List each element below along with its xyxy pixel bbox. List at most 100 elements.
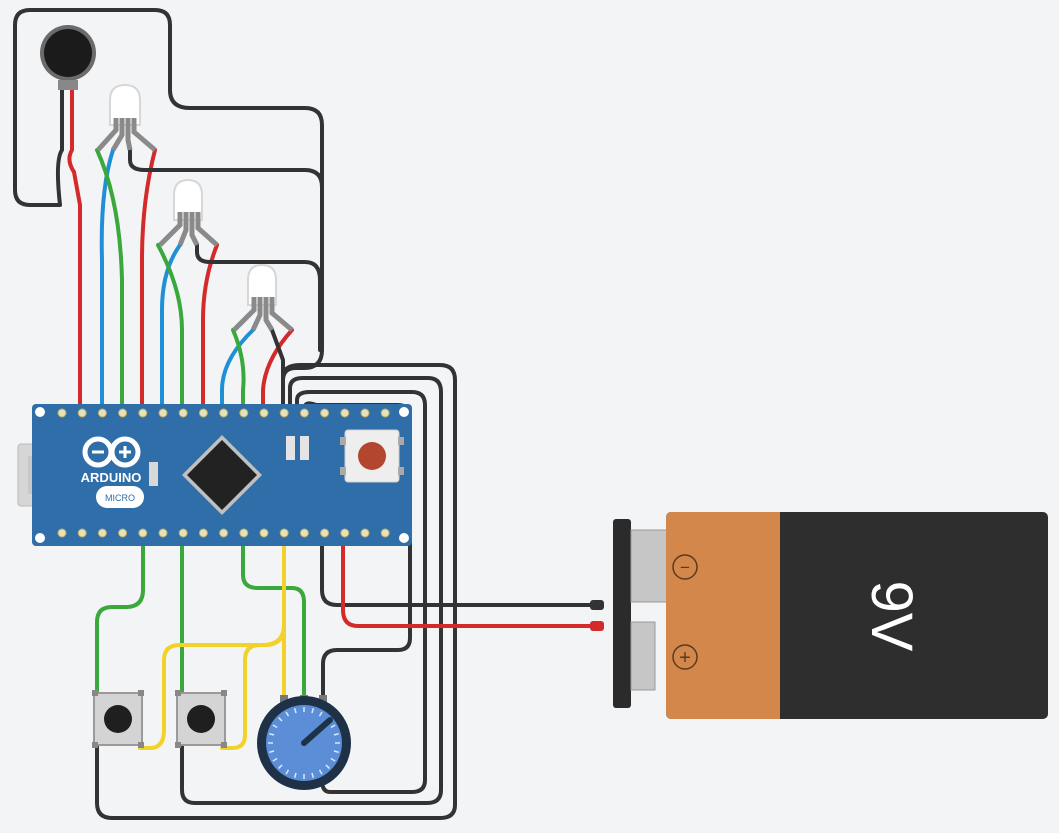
header-pin[interactable] [320,528,330,538]
led1-black-wire[interactable] [128,148,324,352]
rgb-led-1[interactable] [96,83,157,152]
arduino-logo [82,436,141,468]
potentiometer-tick [318,711,323,717]
header-pin[interactable] [57,528,67,538]
gnd-loop-wire-3[interactable] [295,390,427,794]
header-pin[interactable] [360,528,370,538]
motor-red-wire[interactable] [67,86,82,412]
header-pin[interactable] [279,408,289,418]
header-pin[interactable] [219,408,229,418]
potentiometer-tick [293,772,297,778]
header-pin[interactable] [57,408,67,418]
header-pin[interactable] [239,408,249,418]
led3-blue-wire[interactable] [220,328,255,412]
gnd-loop-wire-2[interactable] [180,376,443,805]
header-pin[interactable] [259,528,269,538]
header-pin[interactable] [178,528,188,538]
potentiometer-tick [269,750,275,754]
button1-green-wire[interactable] [95,530,145,697]
header-pin[interactable] [77,528,87,538]
led1-green-wire[interactable] [95,148,124,412]
header-pin[interactable] [97,408,107,418]
header-pin[interactable] [340,528,350,538]
header-pin[interactable] [158,528,168,538]
potentiometer-tick [311,708,315,714]
header-pin[interactable] [118,408,128,418]
led1-red-wire[interactable] [140,148,157,412]
potentiometer-tick [272,724,278,729]
yellow-button2-wire[interactable] [220,623,286,750]
potentiometer-tick [311,772,315,778]
potentiometer-tick [278,717,283,722]
header-pin[interactable] [219,528,229,538]
battery-voltage-label: 9V [859,581,924,652]
header-pin[interactable] [299,528,309,538]
battery-negative-terminal[interactable] [630,529,668,603]
battery-positive-wire[interactable] [341,530,600,628]
potentiometer-tick [285,769,290,775]
battery-minus-symbol: − [680,558,690,577]
potentiometer-tick [333,750,339,754]
header-pin[interactable] [97,528,107,538]
reset-button[interactable] [340,429,404,483]
header-pin[interactable] [77,408,87,418]
pushbutton-2[interactable] [175,690,227,748]
top-header-pins[interactable] [57,408,390,418]
header-pin[interactable] [118,528,128,538]
potentiometer-tick [269,732,275,736]
wires [13,8,600,820]
header-pin[interactable] [198,408,208,418]
header-pin[interactable] [320,408,330,418]
header-pin[interactable] [279,528,289,538]
potentiometer-tick [330,757,336,762]
battery-positive-terminal[interactable] [630,621,656,691]
header-pin[interactable] [138,408,148,418]
led2-green-wire[interactable] [156,243,184,412]
header-pin[interactable] [158,408,168,418]
motor-black-wire[interactable] [13,8,324,412]
rgb-led-2[interactable] [158,178,219,247]
header-pin[interactable] [198,528,208,538]
pot-gnd-wire[interactable] [302,401,412,702]
battery-negative-wire[interactable] [320,530,600,607]
header-pin[interactable] [138,528,148,538]
battery-9v[interactable]: − + 9V [590,512,1048,719]
potentiometer-knob-indicator[interactable] [301,717,333,746]
potentiometer-tick [333,732,339,736]
arduino-logo-text: ARDUINO [81,470,142,485]
led1-blue-wire[interactable] [99,148,115,412]
led3-red-wire[interactable] [261,328,294,412]
potentiometer-tick [318,769,323,775]
bottom-header-pins[interactable] [57,528,390,538]
led2-blue-wire[interactable] [160,243,182,412]
potentiometer-scale [268,707,340,779]
board-model-label: MICRO [105,493,135,503]
vibration-motor[interactable] [40,25,96,90]
pot-wiper-green-wire[interactable] [241,530,306,702]
led3-green-wire[interactable] [231,328,246,412]
gnd-loop-wire-1[interactable] [95,363,457,820]
led2-black-wire[interactable] [195,243,322,352]
header-pin[interactable] [259,408,269,418]
header-pin[interactable] [380,528,390,538]
led2-red-wire[interactable] [201,243,219,412]
header-pin[interactable] [178,408,188,418]
potentiometer-tick [325,764,330,769]
potentiometer-tick [293,708,297,714]
potentiometer-tick [278,764,283,769]
battery-plus-symbol: + [679,647,691,669]
header-pin[interactable] [380,408,390,418]
potentiometer-tick [272,757,278,762]
header-pin[interactable] [239,528,249,538]
potentiometer[interactable] [257,695,351,790]
potentiometer-tick [330,724,336,729]
header-pin[interactable] [340,408,350,418]
header-pin[interactable] [360,408,370,418]
potentiometer-tick [285,711,290,717]
rgb-led-3[interactable] [232,263,294,332]
microcontroller-chip [182,435,262,515]
header-pin[interactable] [299,408,309,418]
arduino-micro-board[interactable]: ARDUINO MICRO [17,404,412,546]
pushbutton-1[interactable] [92,690,144,748]
